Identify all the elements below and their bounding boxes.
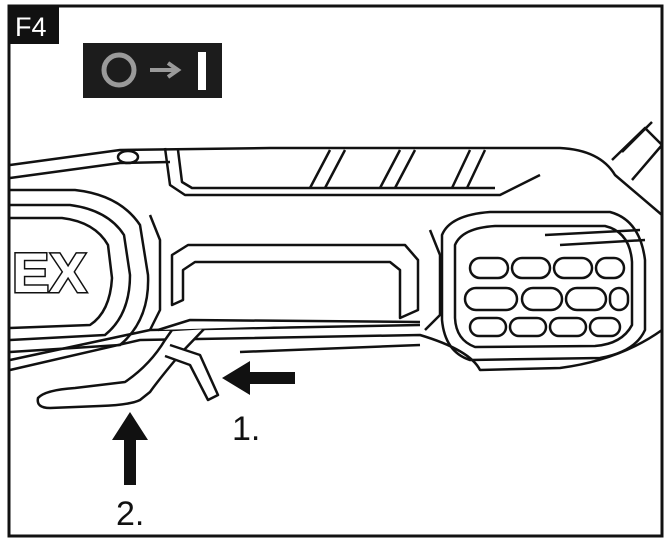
arrow-up-icon — [112, 412, 148, 485]
figure-tag-label: F4 — [15, 12, 47, 42]
brand-logo-fragment: EX — [12, 241, 87, 304]
arrow-left-icon — [222, 361, 295, 395]
arrow-right-icon — [150, 61, 182, 79]
switch-symbol-icon — [83, 43, 222, 98]
off-circle-icon — [101, 52, 137, 88]
paddle-switch — [36, 318, 421, 410]
tool-body — [9, 121, 664, 372]
on-bar-icon — [198, 52, 206, 90]
step-1-label: 1. — [232, 410, 260, 448]
figure-tag: F4 — [9, 6, 59, 44]
step-2-label: 2. — [116, 495, 144, 533]
vent-slots — [463, 256, 630, 338]
